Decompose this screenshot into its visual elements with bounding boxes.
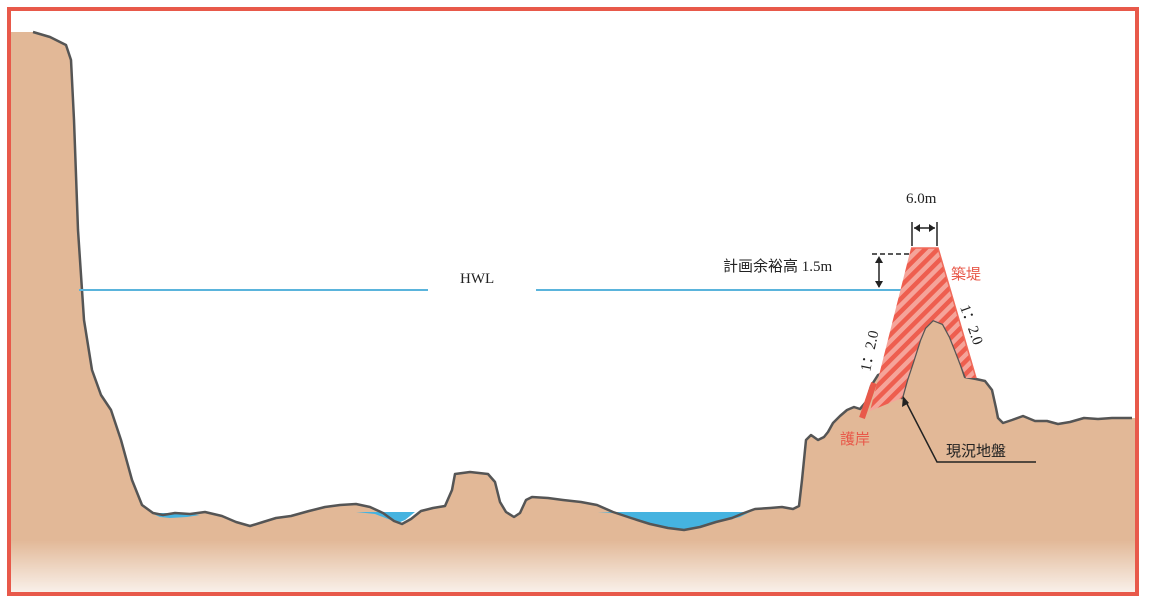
levee-outline [911,247,977,379]
hwl-label: HWL [460,271,494,287]
levee-label: 築堤 [951,265,981,283]
crest-arrowhead-right [929,224,935,232]
freeboard-arrowhead-bottom [875,281,883,288]
ground-fade [11,540,1135,592]
freeboard-label: 計画余裕高 1.5m [723,257,833,275]
water-pool-right [598,512,750,530]
crest-width-label: 6.0m [906,191,937,207]
water-pool-center [356,512,415,523]
hwl-label-bg [428,284,536,296]
crest-arrowhead-left [914,224,920,232]
ground-profile [11,32,1135,592]
freeboard-arrowhead-top [875,256,883,263]
slope-left-label: 1：2.0 [858,329,882,373]
existing-ground-leader [904,399,1036,463]
existing-ground-arrowhead [902,396,909,407]
revetment [859,382,877,419]
revetment-label: 護岸 [840,431,870,448]
existing-ground-label: 現況地盤 [946,443,1006,460]
